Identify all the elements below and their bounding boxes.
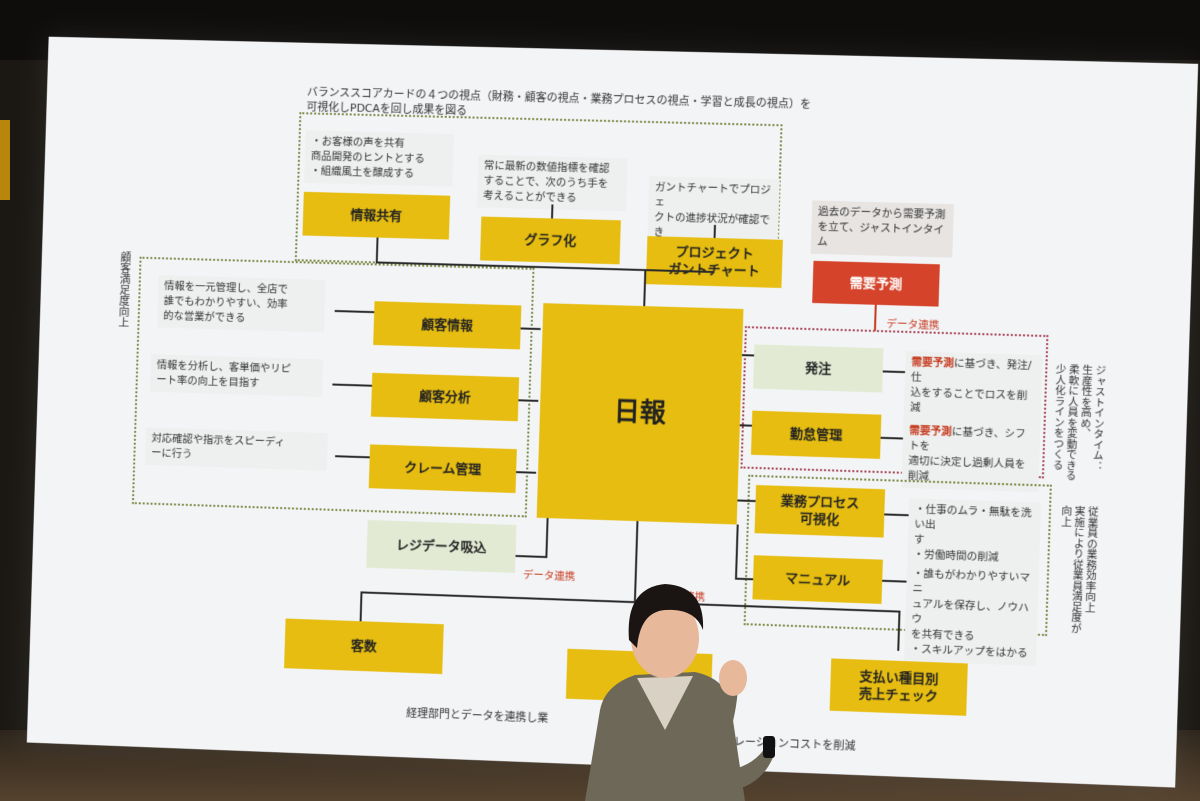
box-customer-info: 顧客情報 <box>373 301 521 349</box>
box-process-visual: 業務プロセス 可視化 <box>755 485 886 538</box>
box-complaint-mgmt: クレーム管理 <box>369 444 517 493</box>
presenter-hand <box>719 660 747 696</box>
box-attendance: 勤怠管理 <box>751 411 881 459</box>
left-note-2: 情報を分析し、客単価やリピ ート率の向上を目指す <box>150 354 323 397</box>
box-customer-analysis: 顧客分析 <box>371 373 519 421</box>
manual-note: ・誰もがわかりやすいマニ ュアルを保存し、ノウハウ を共有できる ・スキルアップ… <box>904 563 1039 666</box>
connector <box>545 518 548 558</box>
box-info-share: 情報共有 <box>302 192 450 240</box>
connector <box>714 225 716 238</box>
order-note-em: 需要予測 <box>911 356 954 369</box>
connector <box>360 591 363 621</box>
box-payment-check: 支払い種目別 売上チェック <box>830 658 968 715</box>
connector <box>643 269 646 309</box>
box-daily-report: 日報 <box>537 303 744 524</box>
box-order: 発注 <box>753 344 883 392</box>
box-gantt: プロジェクト ガントチャート <box>646 236 783 288</box>
connector <box>874 305 877 331</box>
top-note-1: ・お客様の声を共有 商品開発のヒントとする ・組織風土を醸成する <box>304 130 454 187</box>
left-side-label: 顧客満足度向上 <box>115 251 132 370</box>
presenter-clicker <box>763 736 775 758</box>
right-bottom-side-label: 従業員の業務効率向上 実施により従業員満足度が 向上 <box>1055 505 1099 643</box>
process-note: ・仕事のムラ・無駄を洗い出 す ・労働時間の削減 <box>907 498 1041 571</box>
left-note-3: 対応確認や指示をスピーディ ーに行う <box>145 427 328 471</box>
top-note-2: 常に最新の数値指標を確認 することで、次のうち手を 考えることができる <box>477 155 628 212</box>
box-graph: グラフ化 <box>480 217 621 265</box>
connector <box>742 354 754 356</box>
right-top-side-label: ジャストインタイム： 生産性を高め、 柔軟に人員を変動できる 少人化ラインをつく… <box>1050 364 1107 497</box>
forecast-note: 過去のデータから需要予測 を立て、ジャストインタイ ム <box>811 200 954 257</box>
box-demand-forecast: 需要予測 <box>812 261 940 307</box>
left-note-1: 情報を一元管理し、全店で 誰でもわかりやすい、効率 的な営業ができる <box>157 275 326 332</box>
box-customer-count: 客数 <box>284 619 444 675</box>
connector <box>740 424 752 426</box>
footer-left-text: 経理部門とデータを連携し業 <box>406 705 549 726</box>
box-register-import: レジデータ吸込 <box>366 520 516 573</box>
connector <box>515 555 547 558</box>
attendance-note-em: 需要予測 <box>909 425 952 438</box>
stage-light <box>0 120 10 200</box>
order-note: 需要予測に基づき、発注/仕 込をすることでロスを削減 <box>904 351 1043 424</box>
connector <box>737 499 755 502</box>
presenter <box>545 560 805 801</box>
